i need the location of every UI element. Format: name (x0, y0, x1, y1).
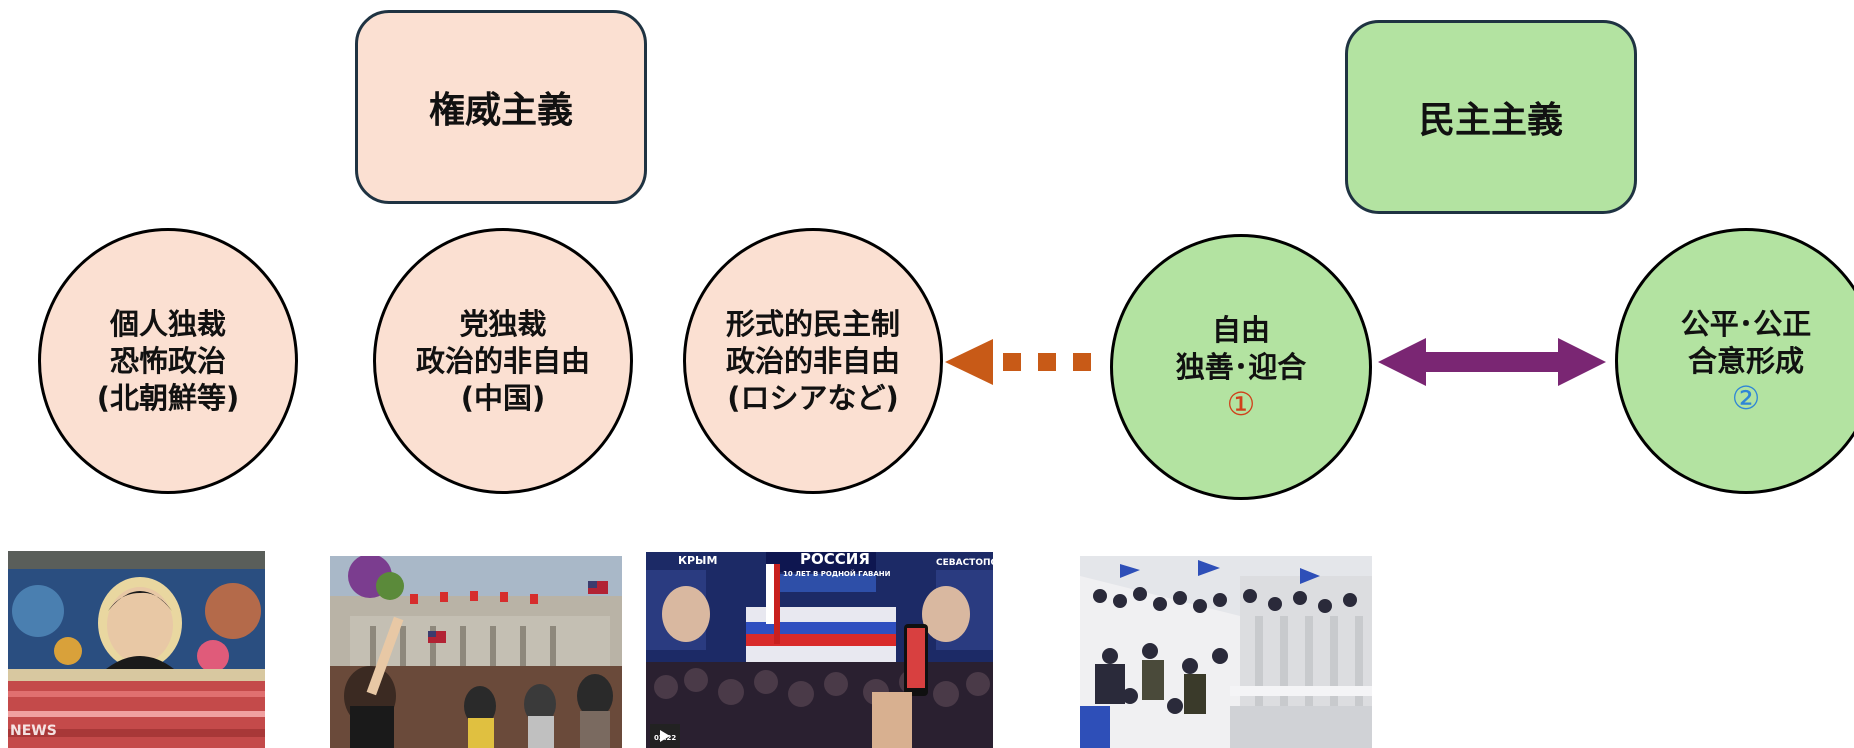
sign-sevastopol: СЕВАСТОПОЛ (936, 558, 993, 568)
circle-line: (ロシアなど) (727, 380, 899, 415)
authoritarianism-label: 権威主義 (428, 90, 573, 131)
circle-party-dictatorship: 党独裁 政治的非自由 (中国) (373, 228, 633, 494)
news-watermark: NEWS (10, 723, 57, 739)
double-headed-arrow (1378, 338, 1606, 386)
video-timestamp: 02:22 (654, 734, 677, 742)
marker-two: ② (1731, 378, 1761, 417)
marker-one: ① (1226, 384, 1256, 423)
circle-freedom: 自由 独善･迎合 ① (1110, 234, 1372, 500)
circle-line: 自由 (1211, 312, 1270, 347)
circle-line: 党独裁 (459, 306, 547, 341)
authoritarianism-box: 権威主義 (355, 10, 647, 204)
circle-line: (北朝鮮等) (96, 380, 240, 415)
circle-line: 形式的民主制 (725, 306, 900, 341)
circle-line: 独善･迎合 (1175, 349, 1307, 384)
circle-line: 公平･公正 (1680, 306, 1812, 341)
photo-china-rally (330, 556, 622, 748)
circle-line: 政治的非自由 (725, 343, 900, 378)
sign-crimea: КРЫМ (678, 554, 718, 567)
photo-north-korea-mass-games: NEWS (8, 551, 265, 748)
dotted-left-arrow (945, 339, 1091, 385)
circle-personal-dictatorship: 個人独裁 恐怖政治 (北朝鮮等) (38, 228, 298, 494)
circle-line: 個人独裁 (109, 306, 226, 341)
sign-russia: РОССИЯ (800, 552, 870, 568)
circle-line: 恐怖政治 (109, 343, 226, 378)
photo-us-capitol (1080, 556, 1372, 748)
photo-russia-concert: КРЫМ РОССИЯ 10 ЛЕТ В РОДНОЙ ГАВАНИ СЕВАС… (646, 552, 993, 748)
circle-fairness: 公平･公正 合意形成 ② (1615, 228, 1854, 494)
circle-line: (中国) (460, 380, 546, 415)
circle-line: 合意形成 (1687, 343, 1804, 378)
democracy-label: 民主主義 (1418, 100, 1563, 141)
circle-formal-democracy: 形式的民主制 政治的非自由 (ロシアなど) (683, 228, 943, 494)
banner-ten-years: 10 ЛЕТ В РОДНОЙ ГАВАНИ (783, 570, 891, 578)
circle-line: 政治的非自由 (415, 343, 590, 378)
democracy-box: 民主主義 (1345, 20, 1637, 214)
